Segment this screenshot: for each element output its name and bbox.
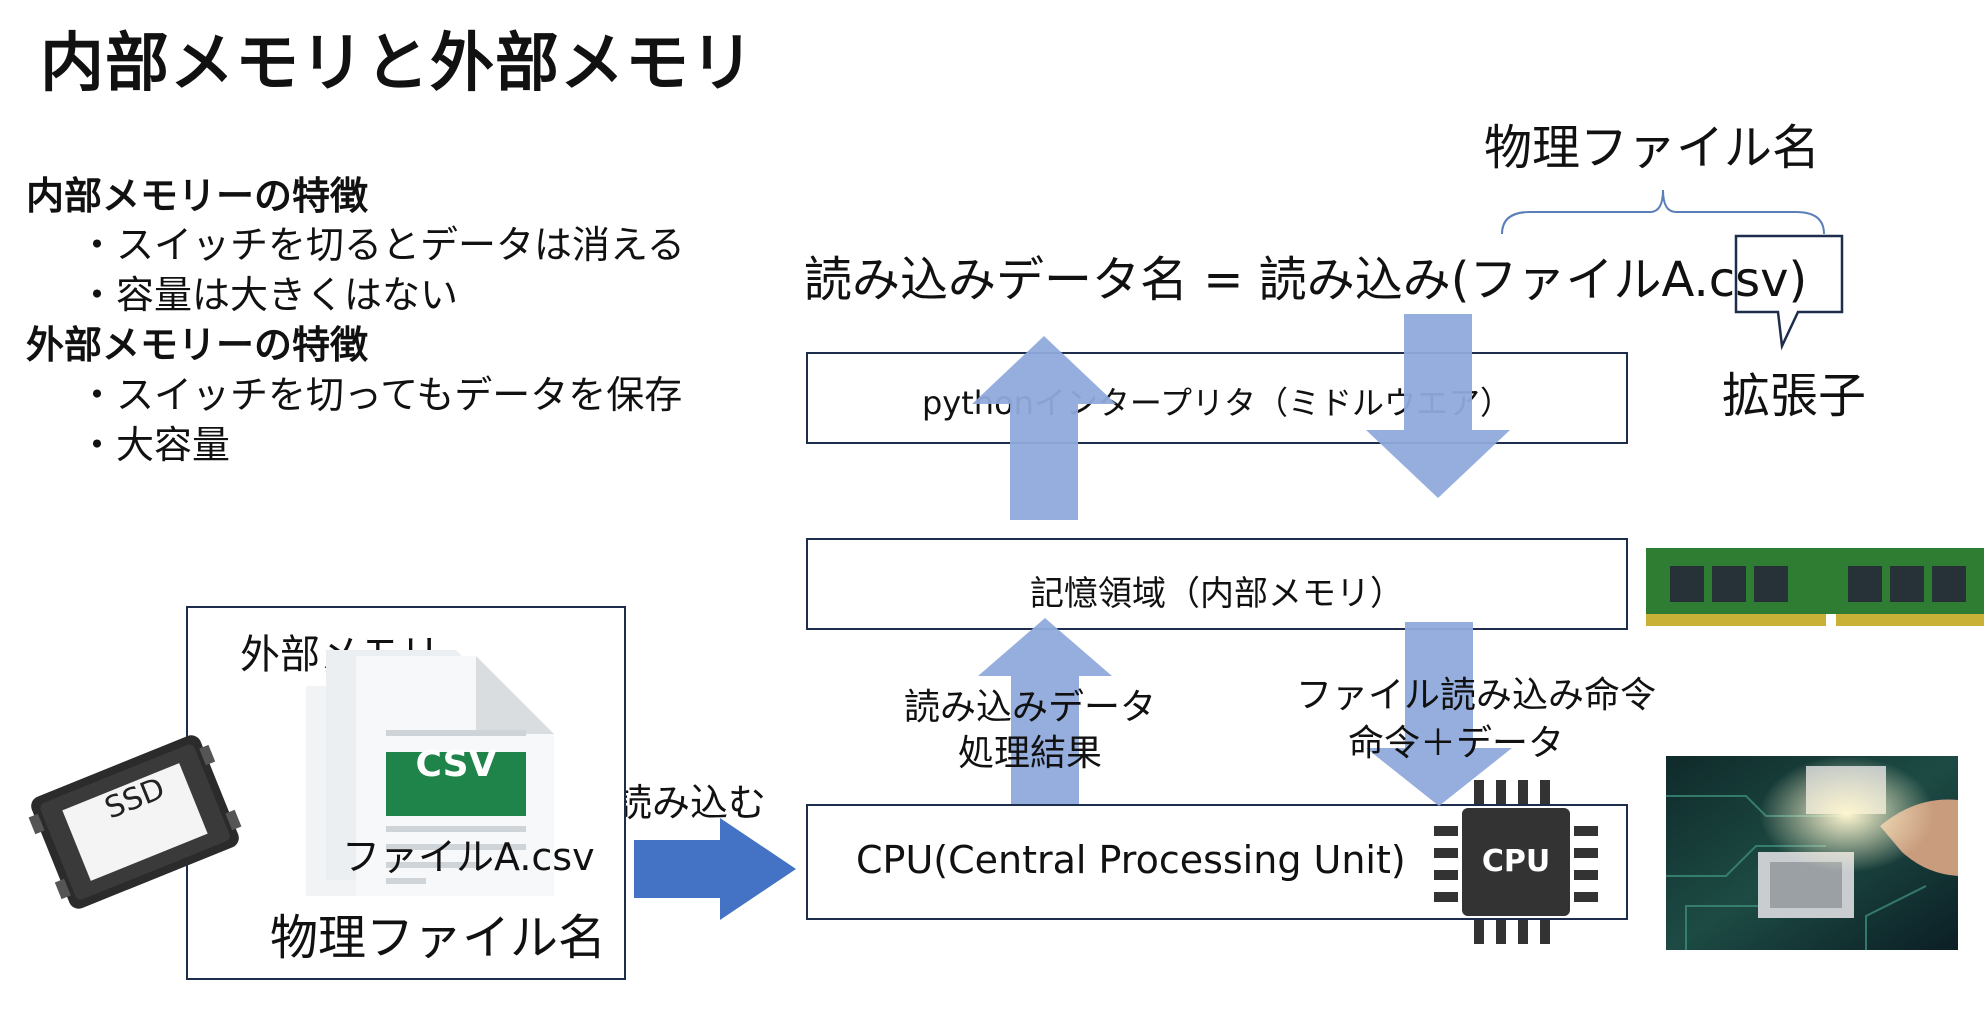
internal-memory-heading: 内部メモリーの特徴 xyxy=(26,174,369,218)
arrow-up-icon xyxy=(972,336,1116,520)
csv-file-icon xyxy=(306,650,554,896)
circuit-board-photo xyxy=(1666,756,1958,950)
external-bullet: ・スイッチを切ってもデータを保存 xyxy=(78,373,683,417)
arrow-down-icon xyxy=(1366,314,1510,498)
cpu-chip-icon xyxy=(1434,780,1598,944)
physical-filename-label-bottom: 物理ファイル名 xyxy=(270,910,607,966)
internal-bullet: ・容量は大きくはない xyxy=(78,273,459,317)
read-arrow-label: 読み込む xyxy=(614,781,767,825)
cpu-chip-label: CPU xyxy=(1481,844,1551,879)
file-name-label: ファイルA.csv xyxy=(342,835,595,879)
extension-label: 拡張子 xyxy=(1722,368,1867,424)
arrow-up-icon xyxy=(978,618,1112,804)
memory-box: 記憶領域（内部メモリ） xyxy=(806,538,1628,630)
ssd-icon xyxy=(28,735,242,909)
down-arrow-label: ファイル読み込み命令 xyxy=(1296,675,1657,716)
arrow-down-icon xyxy=(1366,622,1512,806)
up-arrow-label: 読み込みデータ xyxy=(904,687,1157,728)
extension-callout xyxy=(1734,234,1844,351)
memory-label: 記憶領域（内部メモリ） xyxy=(1030,574,1404,614)
ram-module-icon xyxy=(1646,548,1984,626)
up-arrow-label: 処理結果 xyxy=(958,733,1103,774)
down-arrow-label: 命令＋データ xyxy=(1348,723,1565,764)
external-bullet: ・大容量 xyxy=(78,423,231,467)
arrow-right-icon xyxy=(634,818,796,920)
physical-filename-label: 物理ファイル名 xyxy=(1484,120,1821,176)
code-line: 読み込みデータ名 = 読み込み(ファイルA.csv) xyxy=(804,252,1808,308)
csv-badge-label: CSV xyxy=(415,744,497,785)
page-title: 内部メモリと外部メモリ xyxy=(40,27,755,101)
internal-bullet: ・スイッチを切るとデータは消える xyxy=(78,223,685,267)
brace-icon xyxy=(1501,189,1825,235)
cpu-label: CPU(Central Processing Unit) xyxy=(856,838,1406,882)
external-memory-heading: 外部メモリーの特徴 xyxy=(26,323,369,367)
